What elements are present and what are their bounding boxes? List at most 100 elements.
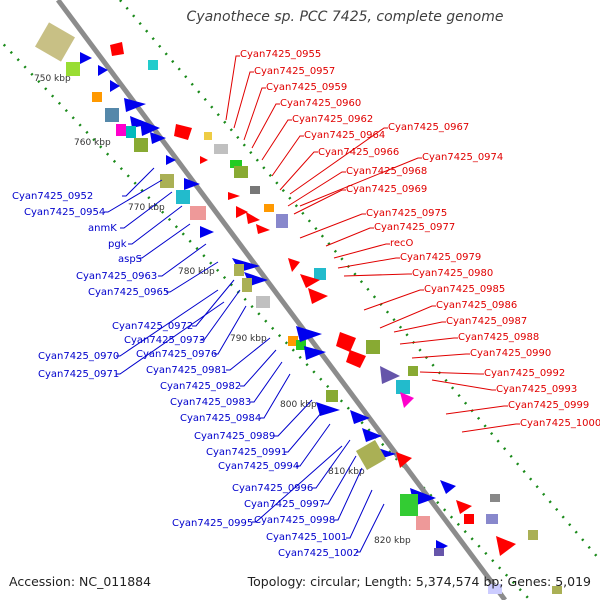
gene-feature (416, 516, 430, 530)
gene-feature (176, 190, 190, 204)
gene-feature (355, 439, 387, 471)
left-label: Cyan7425_0981 (146, 365, 227, 376)
gene-feature (174, 124, 192, 140)
tick-label: 750 kbp (34, 74, 71, 84)
gene-feature (490, 494, 500, 502)
left-label: Cyan7425_0976 (136, 349, 217, 360)
left-label: Cyan7425_0994 (218, 461, 299, 472)
gene-feature (496, 536, 516, 556)
gene-feature (362, 428, 382, 442)
gene-feature (288, 336, 298, 346)
right-label: Cyan7425_0977 (374, 222, 455, 233)
right-label: Cyan7425_0968 (346, 166, 427, 177)
left-label: Cyan7425_0970 (38, 351, 119, 362)
gene-feature (166, 155, 176, 165)
left-label: Cyan7425_0963 (76, 271, 157, 282)
gene-feature (134, 138, 148, 152)
left-label: aspS (118, 254, 142, 265)
gene-feature (296, 326, 322, 342)
right-label: Cyan7425_0966 (318, 147, 399, 158)
tick-label: 760 kbp (74, 138, 111, 148)
page-title: Cyanothece sp. PCC 7425, complete genome (186, 9, 504, 25)
gene-feature (256, 296, 270, 308)
right-label: Cyan7425_0960 (280, 98, 361, 109)
gene-feature (456, 500, 472, 514)
right-label: Cyan7425_0986 (436, 300, 517, 311)
gene-feature (140, 120, 160, 136)
tick-label: 790 kbp (230, 334, 267, 344)
gene-feature (116, 124, 126, 136)
gene-feature (234, 166, 248, 178)
gene-feature (148, 60, 158, 70)
left-label: Cyan7425_0954 (24, 207, 105, 218)
tick-label: 780 kbp (178, 267, 215, 277)
gene-feature (488, 584, 502, 594)
right-label: Cyan7425_0955 (240, 49, 321, 60)
gene-feature (200, 156, 208, 164)
left-label: Cyan7425_0984 (180, 413, 261, 424)
left-label: Cyan7425_0996 (232, 483, 313, 494)
gene-feature (236, 206, 248, 218)
right-label: Cyan7425_0974 (422, 152, 503, 163)
right-label: Cyan7425_0990 (470, 348, 551, 359)
gene-feature (214, 144, 228, 154)
right-label: Cyan7425_0957 (254, 66, 335, 77)
gene-feature (350, 410, 370, 424)
gene-feature (200, 226, 214, 238)
gene-feature (396, 380, 410, 394)
gene-feature (110, 80, 120, 92)
left-label: anmK (88, 223, 117, 234)
gene-feature (276, 214, 288, 228)
left-label: pgk (108, 239, 127, 250)
right-label: recO (390, 238, 414, 249)
gene-feature (105, 108, 119, 122)
gene-feature (380, 366, 400, 384)
gene-feature (184, 178, 200, 190)
gene-feature (396, 452, 412, 468)
right-label: Cyan7425_0980 (412, 268, 493, 279)
left-label: Cyan7425_1002 (278, 548, 359, 559)
gene-feature (92, 92, 102, 102)
gene-feature (242, 278, 252, 292)
gene-feature (150, 132, 166, 144)
gene-feature (66, 62, 80, 76)
gene-feature (230, 160, 242, 168)
right-label: Cyan7425_0993 (496, 384, 577, 395)
gene-feature (528, 530, 538, 540)
gene-feature (440, 480, 456, 494)
left-label: Cyan7425_0972 (112, 321, 193, 332)
gene-feature (256, 224, 270, 234)
right-label: Cyan7425_0975 (366, 208, 447, 219)
gene-feature (314, 268, 326, 280)
right-label: Cyan7425_0988 (458, 332, 539, 343)
tick-label: 770 kbp (128, 203, 165, 213)
gene-feature (296, 340, 306, 350)
right-label: Cyan7425_1000 (520, 418, 600, 429)
gene-feature (126, 126, 136, 138)
right-label: Cyan7425_0967 (388, 122, 469, 133)
gene-feature (366, 340, 380, 354)
gene-feature (250, 186, 260, 194)
right-label: Cyan7425_0969 (346, 184, 427, 195)
gene-feature (110, 42, 124, 56)
gene-feature (464, 514, 474, 524)
right-label: Cyan7425_0979 (400, 252, 481, 263)
left-label: Cyan7425_0971 (38, 369, 119, 380)
left-label: Cyan7425_0997 (244, 499, 325, 510)
right-label: Cyan7425_0987 (446, 316, 527, 327)
left-label: Cyan7425_0995 (172, 518, 253, 529)
gene-feature (288, 258, 300, 272)
gene-feature (400, 494, 418, 516)
gene-feature (336, 332, 356, 352)
left-label: Cyan7425_0973 (124, 335, 205, 346)
gene-feature (124, 98, 146, 112)
gene-feature (234, 264, 244, 276)
left-label: Cyan7425_0989 (194, 431, 275, 442)
left-label: Cyan7425_0965 (88, 287, 169, 298)
tick-label: 820 kbp (374, 536, 411, 546)
gene-feature (308, 288, 328, 304)
right-label: Cyan7425_0964 (304, 130, 385, 141)
gene-feature (35, 22, 75, 62)
